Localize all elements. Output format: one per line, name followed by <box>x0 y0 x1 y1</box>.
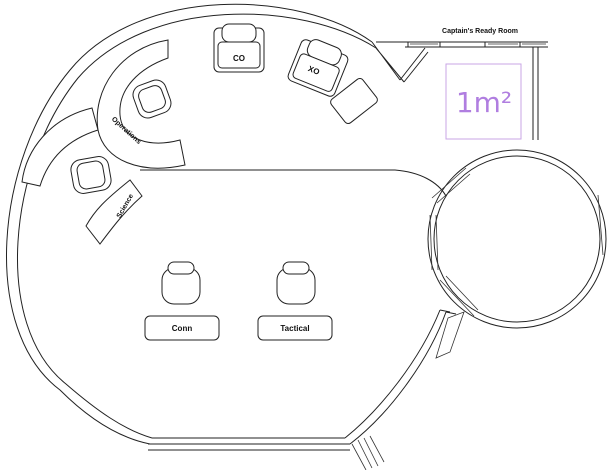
xo-chair-icon[interactable] <box>287 35 351 98</box>
conn-label: Conn <box>172 324 193 333</box>
conn-chair-icon <box>161 261 201 305</box>
co-chair-icon[interactable] <box>213 23 265 73</box>
ready-room-wall-right <box>532 47 539 140</box>
xo-label: XO <box>307 64 321 77</box>
turbolift-door-left <box>429 214 439 271</box>
ready-room-wall-left <box>371 41 429 83</box>
turbolift-right-frame <box>597 194 604 256</box>
turbolift-inner <box>433 155 601 323</box>
outer-hull-wall <box>6 3 373 445</box>
conn-console[interactable] <box>144 315 220 341</box>
tactical-label: Tactical <box>280 324 309 333</box>
bottom-wall <box>148 437 350 451</box>
center-divider-wall <box>140 169 447 197</box>
scale-box <box>445 63 522 140</box>
scale-label: 1m² <box>456 86 512 119</box>
right-entry-panel <box>435 311 465 359</box>
co-label: CO <box>233 54 245 63</box>
tactical-console[interactable] <box>257 315 333 341</box>
ready-room-wall-top <box>376 41 548 48</box>
science-console-lower[interactable] <box>85 179 143 245</box>
right-lower-wall <box>344 309 447 445</box>
turbolift-door-bottom <box>439 275 479 317</box>
side-table <box>330 77 378 125</box>
science-chair-icon <box>70 156 112 194</box>
operations-chair-icon <box>132 79 172 119</box>
turbolift-outer <box>427 149 607 329</box>
bottom-door <box>351 435 385 470</box>
turbolift-door-top <box>431 167 471 204</box>
operations-console[interactable] <box>96 39 186 169</box>
ready-room-label: Captain's Ready Room <box>442 28 518 35</box>
right-entry-frame <box>439 309 457 315</box>
tactical-chair-icon <box>276 261 316 305</box>
science-console[interactable] <box>21 107 99 187</box>
